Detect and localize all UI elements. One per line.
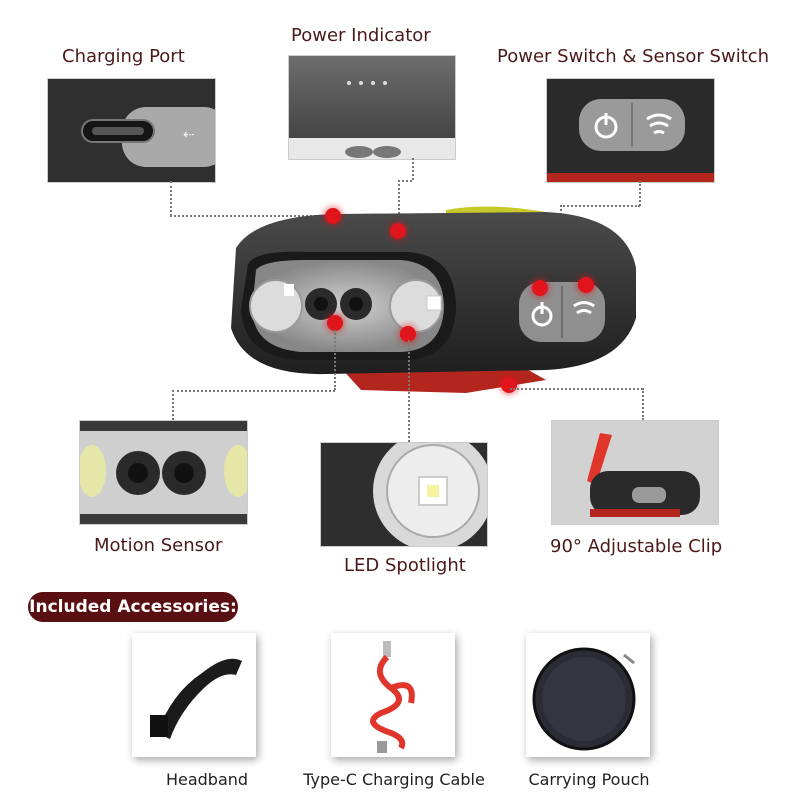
headlamp-device [216,198,641,408]
led-spotlight-image [321,443,487,546]
carrying-pouch-label: Carrying Pouch [528,770,650,789]
adjustable-clip-image [552,421,718,524]
led-spotlight-marker [400,326,416,342]
motion-sensor-label: Motion Sensor [94,535,223,556]
carrying-pouch-photo [526,633,650,757]
power-switch-photo [546,78,715,183]
power-switch-marker [532,280,548,296]
charging-cable-photo [331,633,455,757]
charging-cable-image [370,641,415,753]
motion-sensor-marker [327,315,343,331]
led-spotlight-label: LED Spotlight [344,555,466,576]
power-indicator-marker [390,223,406,239]
svg-text:⇠: ⇠ [183,127,195,143]
sensor-switch-marker [578,277,594,293]
carrying-pouch-image [532,647,636,751]
charging-port-marker [325,208,341,224]
charging-port-label: Charging Port [62,46,185,67]
power-indicator-image [289,56,455,159]
led-spotlight-photo [320,442,488,547]
adjustable-clip-label: 90° Adjustable Clip [550,536,723,557]
charging-cable-label: Type-C Charging Cable [303,770,485,789]
power-indicator-label: Power Indicator [291,25,431,46]
power-switch-image [547,79,714,182]
adjustable-clip-photo [551,420,719,525]
charging-port-photo: ⇠ [47,78,216,183]
accessories-title: Included Accessories: [28,592,238,622]
headband-photo [132,633,256,757]
charging-port-image: ⇠ [48,79,215,182]
motion-sensor-image [80,421,247,524]
headband-image [150,658,242,739]
clip-marker [501,377,517,393]
power-indicator-photo [288,55,456,160]
power-switch-label: Power Switch & Sensor Switch [497,46,770,67]
headlamp-image [231,206,636,393]
motion-sensor-photo [79,420,248,525]
headband-label: Headband [165,770,249,789]
